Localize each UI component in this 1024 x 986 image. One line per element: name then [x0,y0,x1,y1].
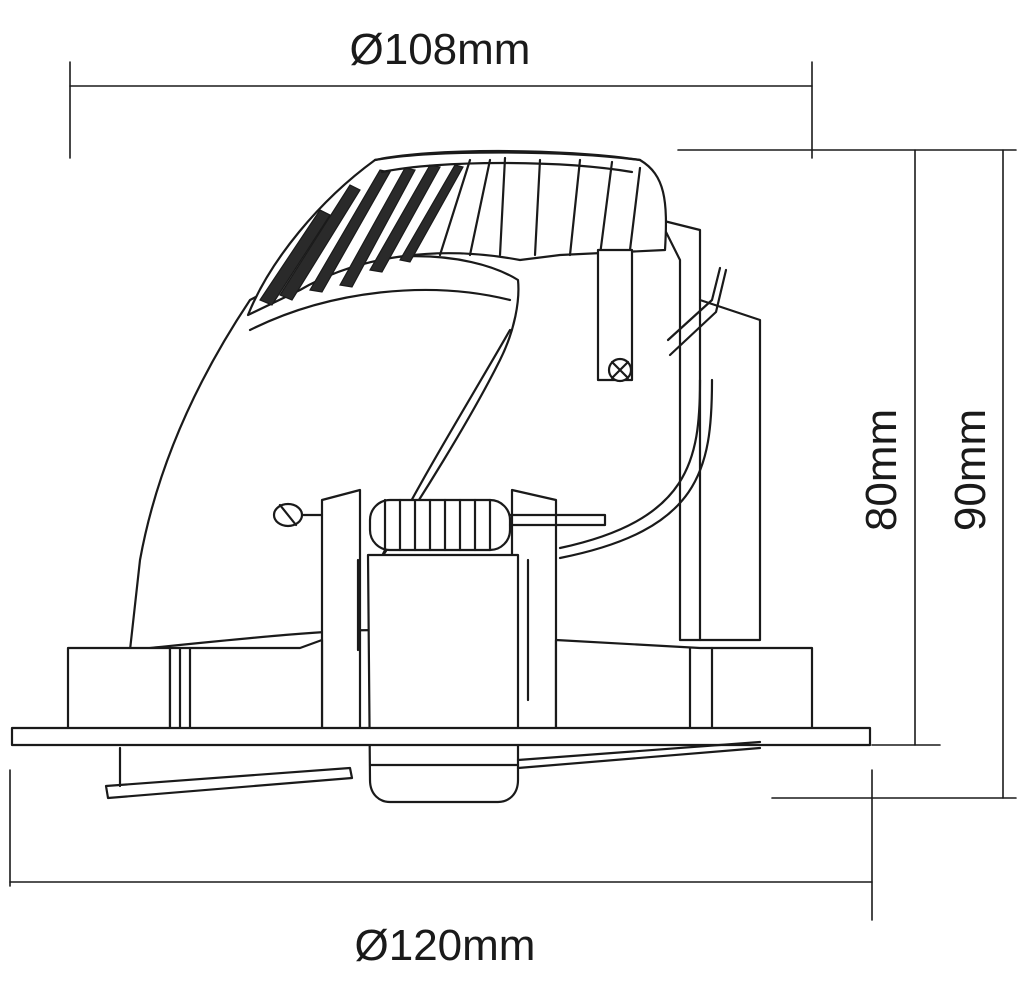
outer-height-label: 90mm [946,409,995,531]
frame-left [320,488,362,732]
base-right [554,638,814,732]
base-left [66,646,172,732]
tilt-plate [104,766,354,800]
dimension-top-width [69,61,813,159]
trim-flange [10,726,872,747]
adjust-screw [272,502,324,528]
top-width-label: Ø108mm [350,25,531,74]
cable [558,378,702,550]
dimension-bottom-width [9,769,873,921]
dimension-outer-height [771,149,1017,799]
heat-sink-fins [259,151,642,306]
downlight-drawing [10,149,872,804]
bracket-screw [596,248,634,383]
torsion-spring [368,498,607,552]
bottom-width-label: Ø120mm [355,921,536,970]
inner-height-label: 80mm [857,409,906,531]
spring-clip-right [666,266,728,357]
dimension-inner-height [677,149,1017,746]
